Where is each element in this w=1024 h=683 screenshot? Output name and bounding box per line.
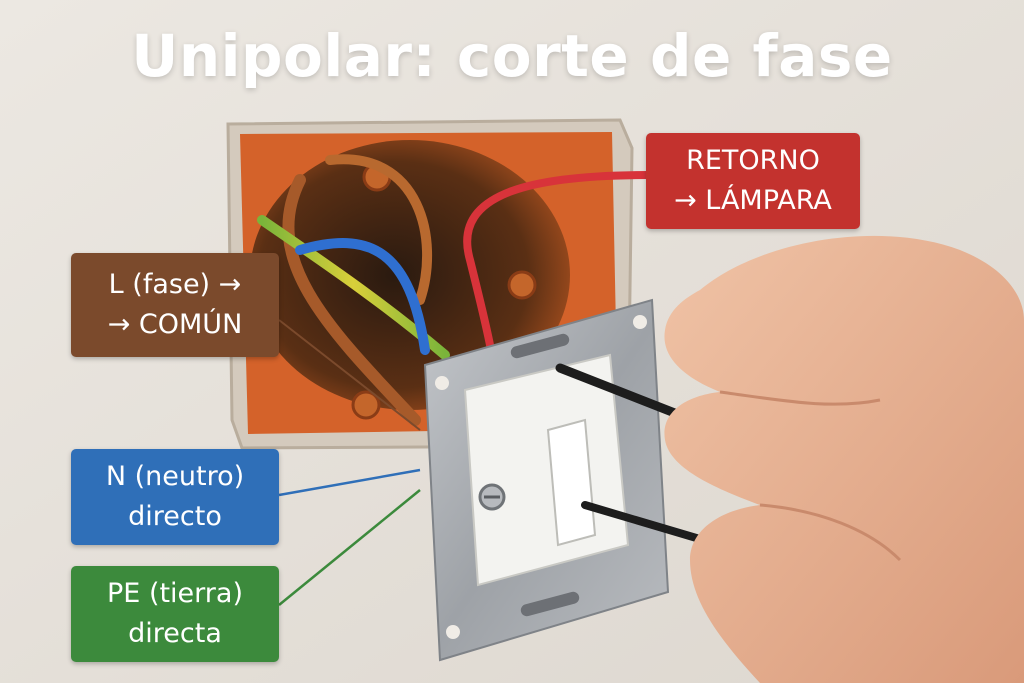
pointer-line-tierra <box>278 489 421 606</box>
red-wire <box>463 171 654 349</box>
finger-crease-2 <box>759 503 902 562</box>
brown-wire-2 <box>325 154 433 305</box>
hand <box>664 235 1024 683</box>
label-retorno-line1: RETORNO <box>686 145 820 176</box>
blue-wire <box>295 238 430 355</box>
frame-slot-top <box>510 333 570 359</box>
label-fase-line2: → COMÚN <box>107 309 243 340</box>
box-screw-right <box>507 270 537 300</box>
label-fase: L (fase) → → COMÚN <box>71 253 279 357</box>
frame-slot-bottom <box>520 591 580 617</box>
brown-wire <box>282 174 421 426</box>
frame-hole-top-left <box>435 376 449 390</box>
label-tierra: PE (tierra) directa <box>71 566 279 662</box>
frame-hole-top-right <box>633 315 647 329</box>
page-title: Unipolar: corte de fase <box>131 22 893 90</box>
label-retorno-line2: → LÁMPARA <box>674 185 832 216</box>
pointer-line-fase <box>278 319 421 431</box>
switch-rocker <box>546 418 597 547</box>
box-screw-bottom <box>351 390 381 420</box>
frame-hole-bottom-left <box>446 625 460 639</box>
label-retorno: RETORNO → LÁMPARA <box>646 133 860 229</box>
finger-crease <box>719 390 881 406</box>
label-fase-line1: L (fase) → <box>108 269 242 300</box>
label-tierra-line2: directa <box>128 618 222 649</box>
label-neutro: N (neutro) directo <box>71 449 279 545</box>
label-tierra-line1: PE (tierra) <box>107 578 243 609</box>
label-neutro-line2: directo <box>128 501 222 532</box>
label-neutro-line1: N (neutro) <box>105 461 245 492</box>
pointer-line-neutro <box>278 468 421 497</box>
